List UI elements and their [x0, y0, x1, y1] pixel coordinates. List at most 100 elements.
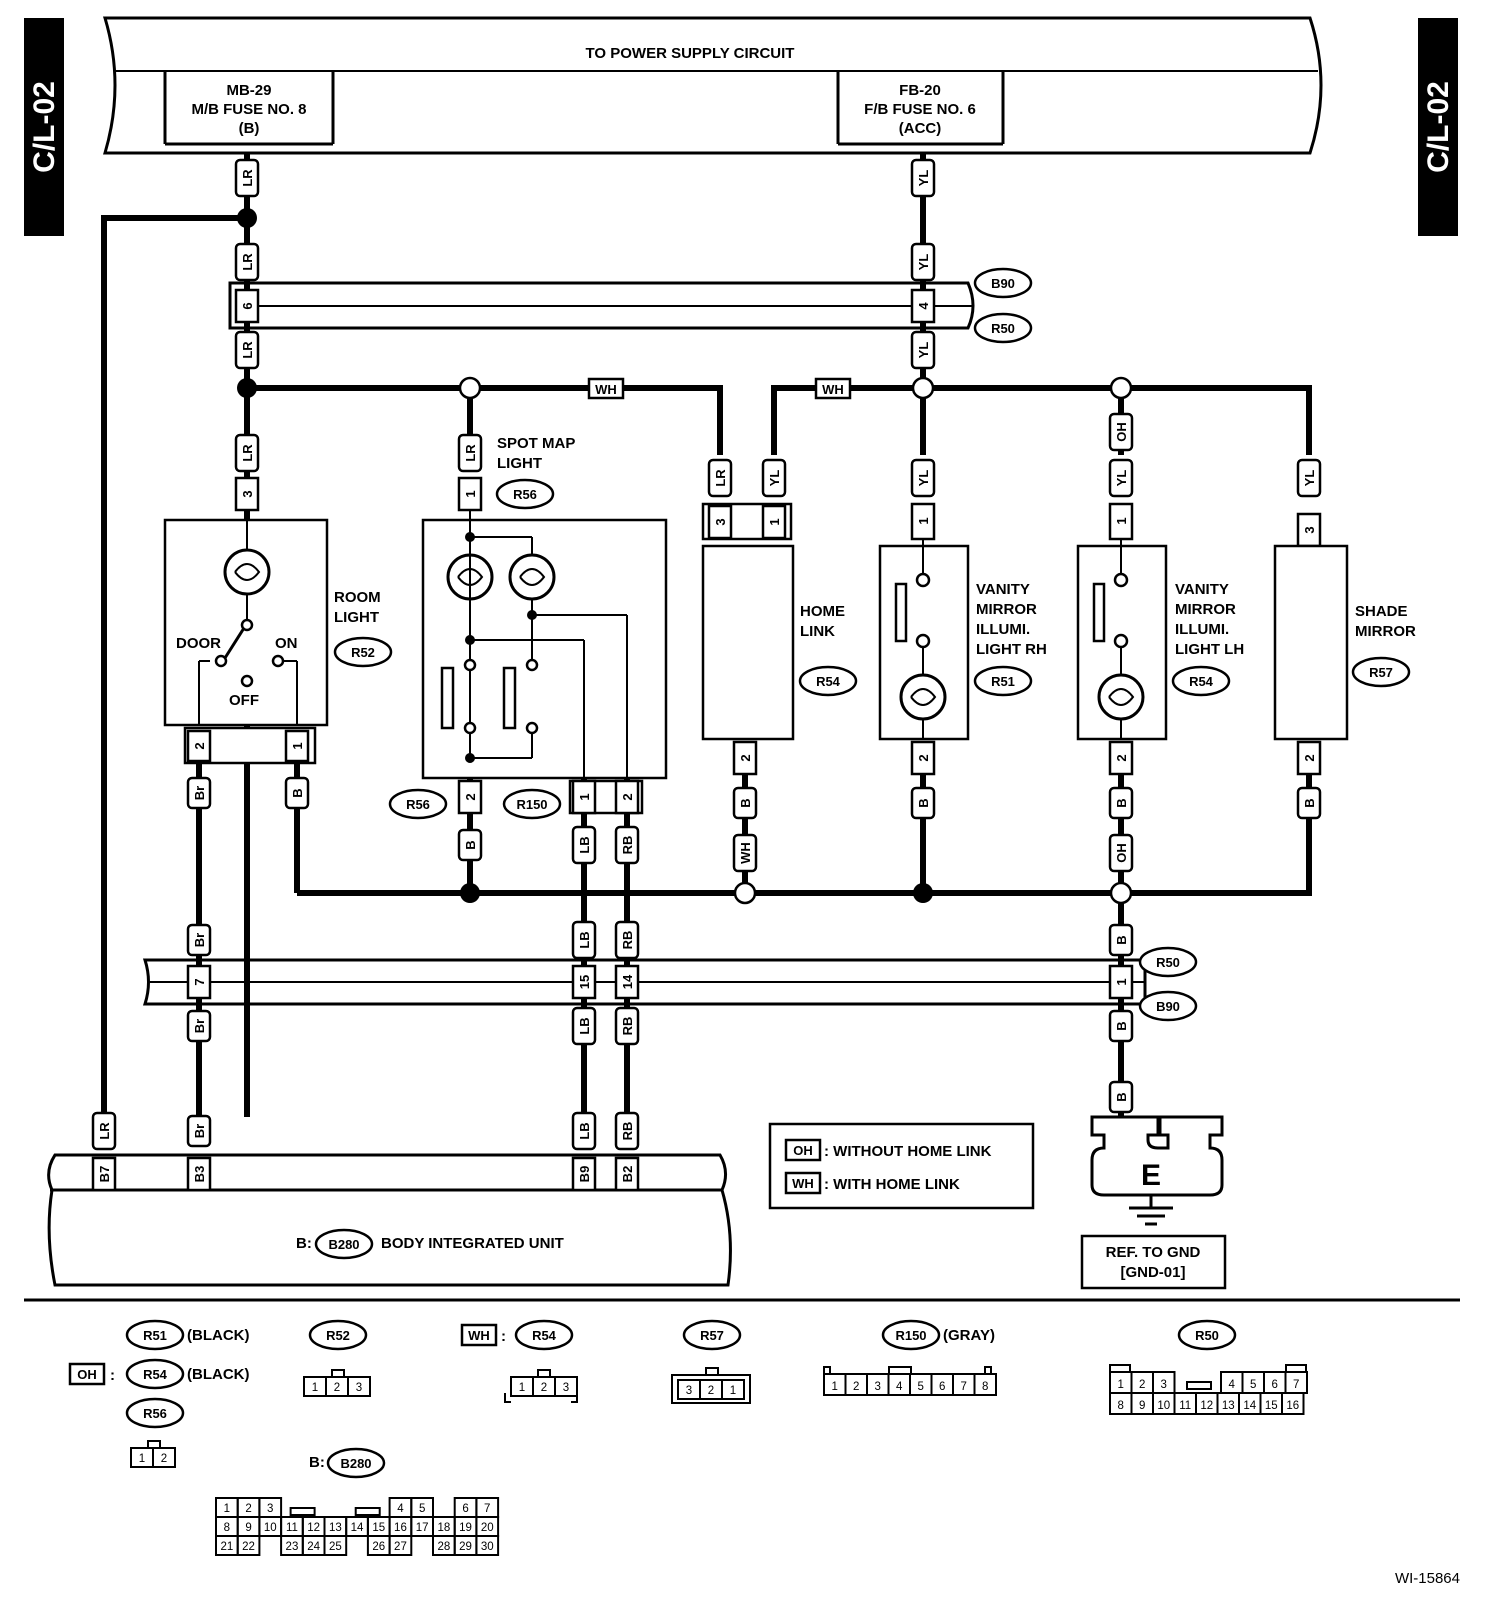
svg-text:1: 1	[577, 793, 592, 800]
r57-pin-1: 1	[730, 1385, 736, 1397]
r50-pin-2: 2	[1139, 1379, 1145, 1391]
svg-text:OH: OH	[1114, 422, 1129, 442]
spot-map-label-2: LIGHT	[497, 455, 542, 472]
room-light: 3 DOOR ON OFF 2 1 ROOM LIGHT R52	[163, 476, 393, 765]
b280-pin-26: 26	[372, 1541, 385, 1553]
connector-r54-vanity-lh: R54	[1189, 674, 1214, 689]
svg-text:2: 2	[1302, 754, 1317, 761]
b280-pin-23: 23	[286, 1541, 299, 1553]
b280-pin-18: 18	[437, 1522, 450, 1534]
r56-pin-1: 1	[139, 1453, 145, 1465]
body-integrated-unit: B7 B3 B9 B2 B: B280 BODY INTEGRATED UNIT	[47, 1153, 732, 1287]
harness-connector-b90-r50-top: 6 4	[228, 281, 975, 330]
wire-tag-rb-27: RB	[614, 920, 640, 960]
b280-pin-9: 9	[245, 1522, 251, 1534]
svg-text:2: 2	[916, 754, 931, 761]
b280-pin-7: 7	[484, 1503, 490, 1515]
r50-pin-14: 14	[1243, 1400, 1256, 1412]
svg-text:7: 7	[192, 978, 207, 985]
b280-pin-11: 11	[286, 1522, 298, 1534]
connector-r57: R57	[1369, 665, 1393, 680]
svg-text:B: B	[463, 840, 478, 849]
connector-r54-home-link: R54	[816, 674, 841, 689]
b280-pin-30: 30	[481, 1541, 494, 1553]
b280-pin-13: 13	[329, 1522, 342, 1534]
r50-pin-7: 7	[1293, 1379, 1299, 1391]
wire-tag-b-15: B	[284, 776, 310, 810]
legend-oh-text: : WITHOUT HOME LINK	[824, 1143, 992, 1160]
side-tab-right: C/L-02	[1418, 18, 1458, 236]
r150-pin-8: 8	[982, 1381, 988, 1393]
b280-pin-5: 5	[419, 1503, 425, 1515]
svg-text:Br: Br	[192, 786, 207, 800]
r150-pin-4: 4	[896, 1381, 903, 1393]
svg-text:B: B	[290, 788, 305, 797]
wire-tag-rb-18: RB	[614, 825, 640, 865]
svg-text:1: 1	[767, 518, 782, 525]
b280-pin-3: 3	[267, 1503, 273, 1515]
b280-pin-12: 12	[307, 1522, 320, 1534]
wire-tag-rb-37: RB	[614, 1111, 640, 1151]
wire-tag-wh-20: WH	[732, 833, 758, 873]
r150-pin-6: 6	[939, 1381, 945, 1393]
spot-map-light: 1 2 1 2 SPOT MAP LIGHT R56	[388, 435, 668, 820]
svg-text:LR: LR	[463, 444, 478, 462]
r54-pin-2: 2	[541, 1382, 547, 1394]
ct-r51: R51	[143, 1328, 167, 1343]
svg-text:YL: YL	[1114, 470, 1129, 487]
r50-pin-16: 16	[1286, 1400, 1299, 1412]
junction-nodes	[237, 208, 1133, 905]
home-link-label-2: LINK	[800, 623, 835, 640]
b280-pin-20: 20	[481, 1522, 494, 1534]
wire-tag-b-22: B	[1108, 786, 1134, 820]
wire-tag-b-28: B	[1108, 923, 1134, 957]
svg-text:Br: Br	[192, 1019, 207, 1033]
b280-pin-27: 27	[394, 1541, 407, 1553]
vanity-mirror-rh: 1 2 VANITY MIRROR ILLUMI. LIGHT RH R51	[878, 502, 1047, 776]
connector-b280: B280	[328, 1237, 359, 1252]
svg-text:LB: LB	[577, 1017, 592, 1034]
svg-text:14: 14	[620, 974, 635, 989]
home-link: 3 1 2 HOME LINK R54	[701, 502, 858, 776]
legend-wh-key: WH	[792, 1176, 814, 1191]
connector-bubble-b90-top: B90	[973, 267, 1033, 299]
ground-symbol: E	[1141, 1159, 1161, 1192]
vanity-rh-label-3: ILLUMI.	[976, 621, 1030, 638]
svg-text:Br: Br	[192, 933, 207, 947]
r50-pin-9: 9	[1139, 1400, 1145, 1412]
r50-pin-15: 15	[1265, 1400, 1278, 1412]
svg-text:Br: Br	[192, 1124, 207, 1138]
svg-text:3: 3	[1302, 526, 1317, 533]
r50-pin-8: 8	[1118, 1400, 1124, 1412]
svg-text:B2: B2	[620, 1166, 635, 1183]
ground-e: E REF. TO GND [GND-01]	[1080, 1115, 1227, 1290]
shade-mirror: 3 2 SHADE MIRROR R57	[1273, 512, 1416, 776]
ct-r56: R56	[143, 1406, 167, 1421]
svg-text:B: B	[738, 798, 753, 807]
wire-tag-yl-13: YL	[1296, 458, 1322, 498]
r54-pin-3: 3	[563, 1382, 569, 1394]
b280-pin-22: 22	[242, 1541, 255, 1553]
b280-pin-2: 2	[245, 1503, 251, 1515]
ct-r54-black: (BLACK)	[187, 1366, 249, 1383]
b280-pin-8: 8	[224, 1522, 230, 1534]
spot-map-label-1: SPOT MAP	[497, 435, 575, 452]
b280-pin-14: 14	[351, 1522, 364, 1534]
b280-pin-15: 15	[372, 1522, 385, 1534]
r57-pin-3: 3	[686, 1385, 692, 1397]
svg-text:2: 2	[192, 742, 207, 749]
svg-text:LB: LB	[577, 931, 592, 948]
wire-tag-yl-9: YL	[910, 330, 936, 370]
fb-fuse-line-1: FB-20	[899, 82, 941, 99]
svg-text:WH: WH	[738, 842, 753, 864]
ct-r54: R54	[532, 1328, 557, 1343]
svg-text:R50: R50	[1156, 955, 1180, 970]
svg-text:B7: B7	[97, 1166, 112, 1183]
connector-r56-bottom: R56	[406, 797, 430, 812]
svg-text:WH: WH	[822, 382, 844, 397]
wire-tag-wh-horizontal-1: WH	[587, 377, 625, 400]
svg-text:B9: B9	[577, 1166, 592, 1183]
